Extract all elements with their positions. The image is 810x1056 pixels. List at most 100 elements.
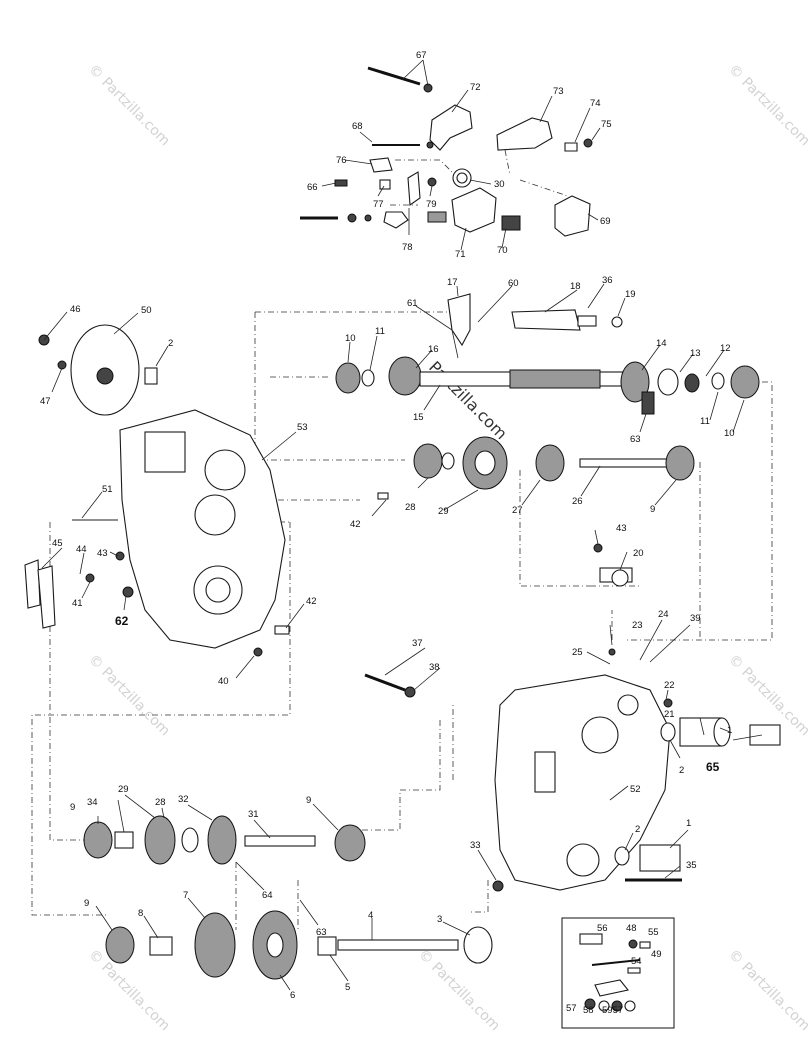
part-label-3: 3 [437, 914, 442, 925]
part-label-5957: 5957 [602, 1005, 623, 1016]
part-label-71: 71 [455, 249, 466, 260]
middle-shaft-assembly [413, 436, 695, 490]
shift-linkage-assembly [300, 66, 593, 237]
part-label-72: 72 [470, 82, 481, 93]
part-label-2b: 2 [679, 765, 684, 776]
main-shaft-assembly [335, 293, 760, 415]
part-label-60: 60 [508, 278, 519, 289]
part-label-4: 4 [368, 910, 373, 921]
part-label-18: 18 [570, 281, 581, 292]
part-label-29: 29 [438, 506, 449, 517]
part-label-79: 79 [426, 199, 437, 210]
leader-lines [41, 59, 763, 991]
part-label-46: 46 [70, 304, 81, 315]
watermark: © Partzilla.com [85, 947, 173, 1035]
part-label-2: 2 [168, 338, 173, 349]
part-label-47: 47 [40, 396, 51, 407]
part-label-74: 74 [590, 98, 601, 109]
part-label-42: 42 [350, 519, 361, 530]
part-label-68: 68 [352, 121, 363, 132]
part-label-30: 30 [494, 179, 505, 190]
part-label-53: 53 [297, 422, 308, 433]
part-label-19: 19 [625, 289, 636, 300]
part-label-58: 58 [583, 1005, 594, 1016]
part-label-52: 52 [630, 784, 641, 795]
part-label-42b: 42 [306, 596, 317, 607]
part-label-2c: 2 [635, 824, 640, 835]
part-label-10: 10 [345, 333, 356, 344]
part-label-12: 12 [720, 343, 731, 354]
part-label-75: 75 [601, 119, 612, 130]
part-label-63b: 63 [316, 927, 327, 938]
part-label-70: 70 [497, 245, 508, 256]
part-label-8: 8 [138, 908, 143, 919]
part-label-76: 76 [336, 155, 347, 166]
part-label-38: 38 [429, 662, 440, 673]
part-label-1: 1 [727, 725, 732, 736]
part-label-34: 34 [87, 797, 98, 808]
part-label-29b: 29 [118, 784, 129, 795]
part-label-26: 26 [572, 496, 583, 507]
part-label-64: 64 [262, 890, 273, 901]
part-label-11: 11 [375, 326, 385, 337]
part-label-9d: 9 [84, 898, 89, 909]
part-label-5: 5 [345, 982, 350, 993]
part-label-10b: 10 [724, 428, 735, 439]
part-label-6: 6 [290, 990, 295, 1001]
part-label-39: 39 [690, 613, 701, 624]
part-label-62: 62 [115, 614, 129, 628]
part-label-35: 35 [686, 860, 697, 871]
part-label-77: 77 [373, 199, 384, 210]
part-labels: 67 72 73 74 75 68 76 66 77 79 30 78 71 7… [40, 50, 735, 1016]
part-label-49: 49 [651, 949, 662, 960]
part-label-69: 69 [600, 216, 611, 227]
part-label-50: 50 [141, 305, 152, 316]
assembly-lines [31, 149, 773, 930]
watermark: © Partzilla.com [85, 62, 173, 150]
inset-detail-box [561, 917, 675, 1029]
watermark: © Partzilla.com [725, 62, 810, 150]
part-label-7: 7 [183, 890, 188, 901]
part-label-78: 78 [402, 242, 413, 253]
watermark: © Partzilla.com [85, 652, 173, 740]
part-label-48: 48 [626, 923, 637, 934]
part-label-28b: 28 [155, 797, 166, 808]
part-label-14: 14 [656, 338, 667, 349]
part-label-9b: 9 [70, 802, 75, 813]
part-label-66: 66 [307, 182, 318, 193]
part-label-16: 16 [428, 344, 439, 355]
watermark: © Partzilla.com [725, 947, 810, 1035]
part-label-43b: 43 [616, 523, 627, 534]
part-label-63: 63 [630, 434, 641, 445]
part-label-31: 31 [248, 809, 259, 820]
part-label-41: 41 [72, 598, 83, 609]
part-label-22: 22 [664, 680, 675, 691]
part-label-25: 25 [572, 647, 583, 658]
part-label-9c: 9 [306, 795, 311, 806]
part-label-44: 44 [76, 544, 87, 555]
part-label-24: 24 [658, 609, 669, 620]
part-label-57: 57 [566, 1003, 577, 1014]
part-label-23: 23 [632, 620, 643, 631]
part-label-67: 67 [416, 50, 427, 61]
part-label-55: 55 [648, 927, 659, 938]
part-label-17: 17 [447, 277, 458, 288]
part-label-65: 65 [706, 760, 720, 774]
part-label-40: 40 [218, 676, 229, 687]
part-label-45: 45 [52, 538, 63, 549]
part-label-32: 32 [178, 794, 189, 805]
part-label-11b: 11 [700, 416, 710, 427]
watermark: © Partzilla.com [415, 947, 503, 1035]
right-case-assembly [364, 543, 781, 892]
part-label-73: 73 [553, 86, 564, 97]
part-label-54: 54 [631, 956, 642, 967]
center-watermark: Partzilla.com [425, 357, 511, 443]
part-label-36: 36 [602, 275, 613, 286]
left-cover-assembly [24, 324, 389, 657]
part-label-61: 61 [407, 298, 418, 309]
part-label-15: 15 [413, 412, 424, 423]
part-label-21: 21 [664, 709, 675, 720]
part-label-51: 51 [102, 484, 113, 495]
part-label-28: 28 [405, 502, 416, 513]
